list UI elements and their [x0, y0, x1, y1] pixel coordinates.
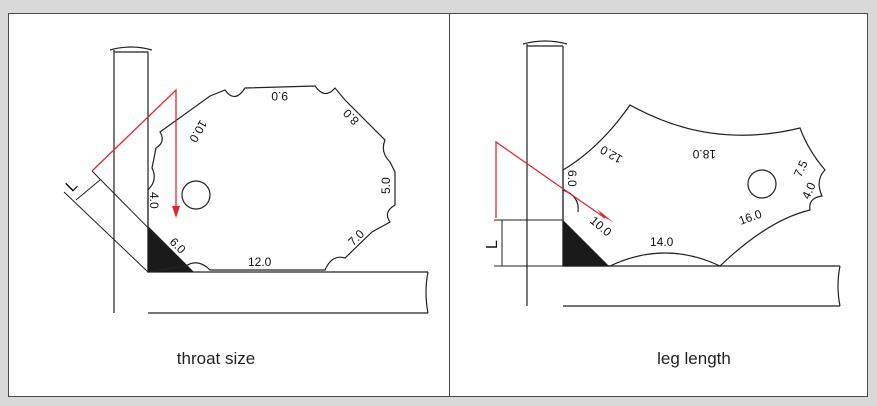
- gauge-label-bottom-panel: 14.0: [650, 235, 674, 249]
- panel-divider: [449, 13, 450, 397]
- weld-fillet-right: [563, 220, 609, 266]
- gauge-outline-right: [562, 104, 826, 267]
- gauge-label-top: 9.0: [271, 89, 288, 103]
- weld-fillet: [148, 226, 194, 272]
- gauge-label-bottom-right-panel: 16.0: [737, 207, 764, 228]
- vertical-plate-right: [526, 44, 564, 306]
- gauge-label-top-right-panel: 18.0: [692, 147, 716, 161]
- red-pointer: [91, 88, 177, 214]
- pointer-arrowhead-right: [597, 209, 613, 222]
- red-pointer-right: [495, 140, 606, 219]
- gauge-hole: [181, 180, 211, 210]
- throat-dimension: [63, 170, 168, 273]
- dim-label-right: L: [484, 240, 501, 249]
- gauge-label-bottom: 12.0: [248, 255, 272, 269]
- gauge-hole-right: [747, 169, 777, 199]
- caption-throat-size: throat size: [176, 349, 256, 368]
- horizontal-plate: [148, 271, 428, 314]
- horizontal-plate-right: [563, 265, 840, 307]
- gauge-label-right-upper: 7.5: [791, 158, 811, 179]
- diagram-frame: [8, 13, 868, 397]
- gauge-label-top-left-right: 12.0: [597, 142, 625, 166]
- leg-dimension: [494, 219, 563, 267]
- pointer-arrowhead: [172, 206, 180, 218]
- caption-leg-length: leg length: [657, 349, 731, 368]
- gauge-label-left-right: 6.0: [565, 170, 579, 187]
- gauge-outline: [147, 85, 396, 273]
- gauge-label-diag-right: 10.0: [587, 213, 614, 239]
- gauge-label-left: 4.0: [147, 192, 161, 209]
- gauge-label-right: 5.0: [379, 177, 393, 194]
- gauge-label-right-lower: 4.0: [799, 180, 819, 201]
